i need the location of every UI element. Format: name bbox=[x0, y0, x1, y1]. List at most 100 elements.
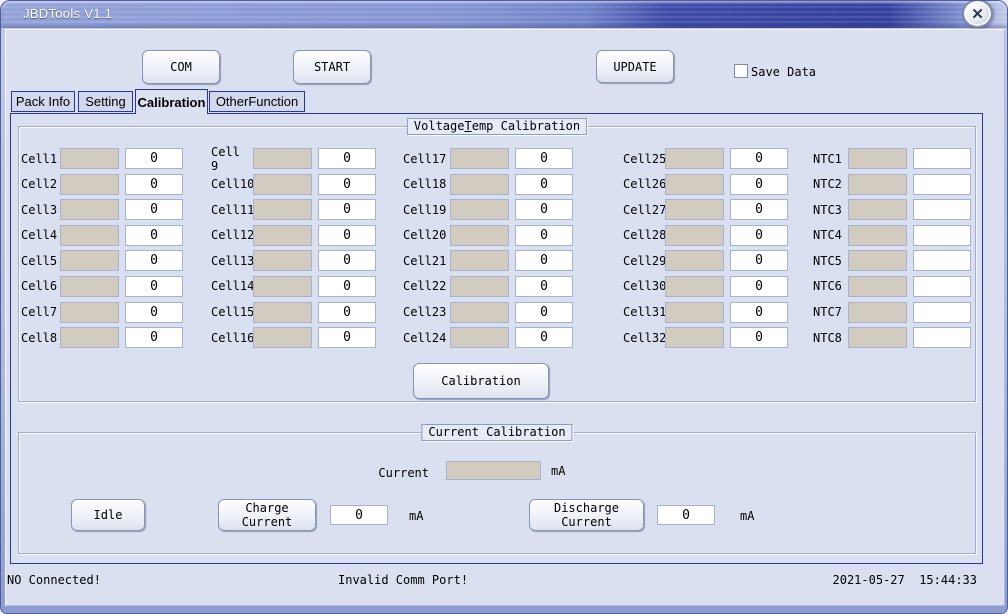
cell-calibration-input[interactable] bbox=[318, 301, 376, 323]
update-button[interactable]: UPDATE bbox=[596, 50, 674, 83]
title-bar: JBDTools V1.1 ✕ bbox=[1, 1, 1007, 28]
cell-calibration-input[interactable] bbox=[730, 250, 788, 272]
cell-row: Cell12 bbox=[211, 224, 376, 246]
com-button[interactable]: COM bbox=[142, 50, 220, 84]
charge-current-input[interactable] bbox=[330, 505, 388, 525]
ntc-row: NTC3 bbox=[813, 199, 971, 221]
cell-reading-field bbox=[450, 275, 509, 297]
cell-calibration-input[interactable] bbox=[730, 327, 788, 349]
ntc-calibration-input[interactable] bbox=[913, 224, 971, 246]
ntc-label: NTC4 bbox=[813, 228, 842, 243]
cell-label: Cell10 bbox=[211, 177, 255, 192]
cell-reading-field bbox=[665, 301, 724, 323]
cell-calibration-input[interactable] bbox=[515, 199, 573, 221]
cell-calibration-input[interactable] bbox=[318, 275, 376, 297]
cell-calibration-input[interactable] bbox=[125, 301, 183, 323]
ntc-reading-field bbox=[848, 327, 907, 349]
close-icon: ✕ bbox=[971, 5, 984, 23]
cell-row: Cell15 bbox=[211, 301, 376, 323]
cell-label: Cell4 bbox=[21, 228, 58, 243]
tab-calibration[interactable]: Calibration bbox=[135, 89, 208, 114]
ntc-label: NTC5 bbox=[813, 253, 842, 268]
cell-calibration-input[interactable] bbox=[125, 199, 183, 221]
cell-calibration-input[interactable] bbox=[730, 173, 788, 195]
cell-calibration-input[interactable] bbox=[125, 327, 183, 349]
cell-reading-field bbox=[665, 224, 724, 246]
cell-label: Cell17 bbox=[403, 151, 447, 166]
cell-label: Cell7 bbox=[21, 305, 58, 320]
charge-current-button[interactable]: Charge Current bbox=[218, 499, 316, 531]
cell-calibration-input[interactable] bbox=[318, 327, 376, 349]
ntc-reading-field bbox=[848, 173, 907, 195]
save-data-checkbox[interactable] bbox=[734, 64, 748, 78]
ntc-calibration-input[interactable] bbox=[913, 250, 971, 272]
cell-calibration-input[interactable] bbox=[318, 148, 376, 169]
cell-calibration-input[interactable] bbox=[515, 250, 573, 272]
ntc-calibration-input[interactable] bbox=[913, 301, 971, 323]
cell-calibration-input[interactable] bbox=[318, 224, 376, 246]
cell-reading-field bbox=[253, 224, 312, 246]
tab-other-function[interactable]: OtherFunction bbox=[209, 91, 305, 112]
cell-column-2: Cell 9Cell10Cell11Cell12Cell13Cell14Cell… bbox=[211, 145, 376, 353]
cell-row: Cell1 bbox=[21, 148, 183, 169]
ntc-row: NTC2 bbox=[813, 173, 971, 195]
start-button[interactable]: START bbox=[293, 50, 371, 84]
cell-row: Cell29 bbox=[623, 250, 788, 272]
ntc-calibration-input[interactable] bbox=[913, 275, 971, 297]
cell-calibration-input[interactable] bbox=[730, 148, 788, 169]
ntc-row: NTC7 bbox=[813, 301, 971, 323]
cell-label: Cell30 bbox=[623, 279, 667, 294]
cell-row: Cell22 bbox=[403, 275, 573, 297]
ntc-calibration-input[interactable] bbox=[913, 148, 971, 169]
ntc-row: NTC4 bbox=[813, 224, 971, 246]
cell-calibration-input[interactable] bbox=[125, 250, 183, 272]
cell-reading-field bbox=[253, 250, 312, 272]
cell-row: Cell2 bbox=[21, 173, 183, 195]
cell-label: Cell18 bbox=[403, 177, 447, 192]
ntc-calibration-input[interactable] bbox=[913, 199, 971, 221]
cell-row: Cell27 bbox=[623, 199, 788, 221]
cell-calibration-input[interactable] bbox=[515, 275, 573, 297]
charge-unit-label: mA bbox=[409, 509, 424, 523]
cell-label: Cell26 bbox=[623, 177, 667, 192]
cell-label: Cell28 bbox=[623, 228, 667, 243]
ntc-calibration-input[interactable] bbox=[913, 173, 971, 195]
cell-calibration-input[interactable] bbox=[318, 173, 376, 195]
cell-calibration-input[interactable] bbox=[515, 173, 573, 195]
cell-label: Cell8 bbox=[21, 330, 58, 345]
cell-calibration-input[interactable] bbox=[730, 224, 788, 246]
close-button[interactable]: ✕ bbox=[962, 1, 993, 28]
cell-label: Cell16 bbox=[211, 330, 255, 345]
cell-calibration-input[interactable] bbox=[125, 275, 183, 297]
cell-reading-field bbox=[60, 224, 119, 246]
cell-row: Cell20 bbox=[403, 224, 573, 246]
cell-calibration-input[interactable] bbox=[730, 199, 788, 221]
cell-calibration-input[interactable] bbox=[125, 224, 183, 246]
cell-row: Cell24 bbox=[403, 327, 573, 349]
idle-button[interactable]: Idle bbox=[71, 499, 145, 531]
cell-label: Cell13 bbox=[211, 253, 255, 268]
cell-calibration-input[interactable] bbox=[125, 148, 183, 169]
cell-label: Cell32 bbox=[623, 330, 667, 345]
discharge-current-input[interactable] bbox=[657, 505, 715, 525]
cell-row: Cell6 bbox=[21, 275, 183, 297]
cell-label: Cell3 bbox=[21, 202, 58, 217]
tab-setting[interactable]: Setting bbox=[78, 91, 133, 112]
cell-calibration-input[interactable] bbox=[515, 224, 573, 246]
calibration-button[interactable]: Calibration bbox=[413, 363, 549, 399]
ntc-calibration-input[interactable] bbox=[913, 327, 971, 349]
cell-calibration-input[interactable] bbox=[318, 199, 376, 221]
cell-reading-field bbox=[60, 199, 119, 221]
cell-calibration-input[interactable] bbox=[515, 301, 573, 323]
discharge-current-button[interactable]: Discharge Current bbox=[529, 499, 644, 531]
cell-calibration-input[interactable] bbox=[318, 250, 376, 272]
cell-calibration-input[interactable] bbox=[515, 327, 573, 349]
cell-label: Cell20 bbox=[403, 228, 447, 243]
cell-calibration-input[interactable] bbox=[730, 275, 788, 297]
cell-calibration-input[interactable] bbox=[125, 173, 183, 195]
tab-pack-info[interactable]: Pack Info bbox=[11, 91, 75, 112]
cell-calibration-input[interactable] bbox=[515, 148, 573, 169]
cell-label: Cell6 bbox=[21, 279, 58, 294]
cell-calibration-input[interactable] bbox=[730, 301, 788, 323]
cell-row: Cell11 bbox=[211, 199, 376, 221]
